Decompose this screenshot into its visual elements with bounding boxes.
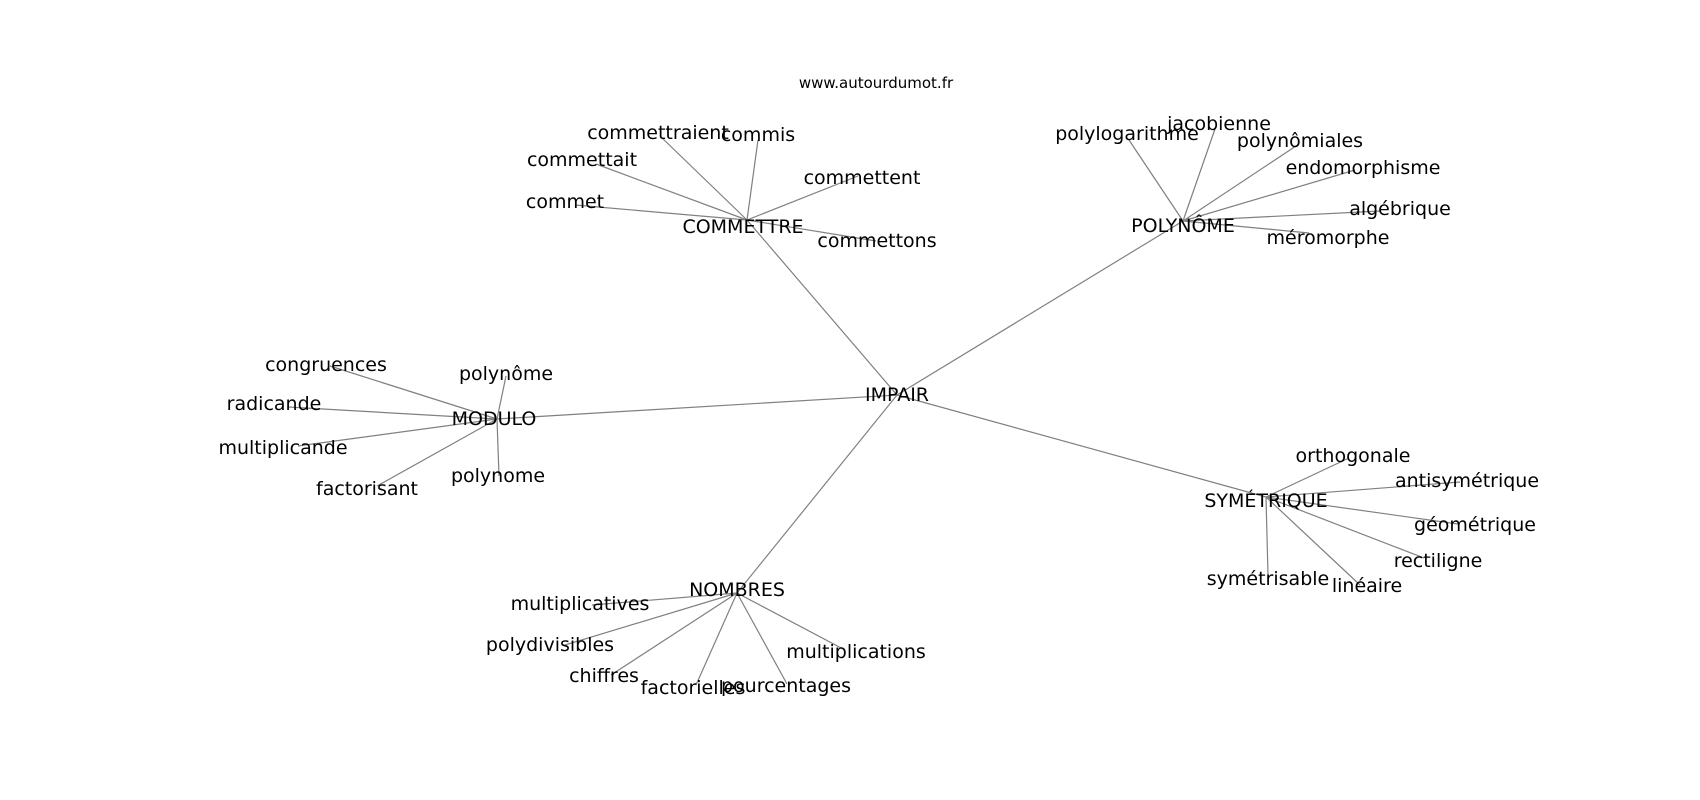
edge-commettre-commettent <box>746 175 859 221</box>
node-leaf-lineaire: linéaire <box>1332 575 1402 597</box>
graph-edges <box>287 128 1461 686</box>
edge-symetrique-lineaire <box>1265 496 1361 586</box>
node-leaf-commet: commet <box>526 191 604 213</box>
node-leaf-orthogonale: orthogonale <box>1296 445 1411 467</box>
edge-nombres-chiffres <box>610 592 738 676</box>
edge-polynome-jacobienne <box>1182 128 1216 222</box>
edge-symetrique-orthogonale <box>1265 457 1350 498</box>
node-hub-modulo: MODULO <box>452 408 537 430</box>
edge-polynome-polynomiales <box>1182 143 1300 222</box>
edge-center-symetrique <box>896 394 1267 498</box>
node-leaf-symetrisable: symétrisable <box>1207 568 1329 590</box>
edge-commettre-commet <box>574 204 748 221</box>
edge-center-nombres <box>736 394 898 594</box>
node-leaf-commettent: commettent <box>804 167 921 189</box>
edge-modulo-polynome <box>496 375 507 420</box>
edge-nombres-multiplications <box>736 592 846 651</box>
node-hub-nombres: NOMBRES <box>689 579 785 601</box>
edge-nombres-factorielles <box>695 592 738 686</box>
node-leaf-polynome: polynome <box>451 465 545 487</box>
edge-modulo-factorisant <box>376 418 498 487</box>
node-leaf-chiffres: chiffres <box>569 665 639 687</box>
edge-center-modulo <box>496 394 898 420</box>
edge-symetrique-antisymetrique <box>1265 481 1461 498</box>
edge-commettre-commettait <box>595 163 748 221</box>
node-leaf-multiplications: multiplications <box>786 641 926 663</box>
node-leaf-radicande: radicande <box>227 393 322 415</box>
edge-polynome-endomorphisme <box>1182 169 1356 222</box>
node-leaf-polynomiales: polynômiales <box>1237 130 1363 152</box>
node-hub-polynome: POLYNÔME <box>1131 213 1235 237</box>
source-url: www.autourdumot.fr <box>799 74 954 92</box>
node-leaf-endomorphisme: endomorphisme <box>1286 157 1441 179</box>
edge-polynome-polylogarithme <box>1128 139 1184 222</box>
edge-commettre-commettons <box>746 219 877 242</box>
node-leaf-antisymetrique: antisymétrique <box>1395 470 1539 492</box>
node-leaf-multiplicatives: multiplicatives <box>511 593 650 615</box>
node-leaf-polydivisibles: polydivisibles <box>486 634 614 656</box>
node-leaf-congruences: congruences <box>265 354 387 376</box>
node-leaf-polylogarithme: polylogarithme <box>1055 123 1199 145</box>
edge-commettre-commis <box>746 139 759 221</box>
node-leaf-polynome: polynôme <box>459 363 553 385</box>
node-leaf-meromorphe: méromorphe <box>1267 227 1390 249</box>
edge-modulo-multiplicande <box>297 418 498 447</box>
node-leaf-commettraient: commettraient <box>587 122 729 144</box>
edge-nombres-pourcentages <box>736 592 788 685</box>
edge-commettre-commettraient <box>659 135 748 221</box>
edge-modulo-congruences <box>329 365 498 420</box>
node-leaf-jacobienne: jacobienne <box>1166 113 1271 135</box>
node-leaf-pourcentages: pourcentages <box>721 675 851 697</box>
node-leaf-factorielles: factorielles <box>641 677 746 699</box>
edge-nombres-polydivisibles <box>564 592 738 646</box>
node-leaf-factorisant: factorisant <box>316 478 418 500</box>
edge-symetrique-rectiligne <box>1265 496 1425 559</box>
node-leaf-multiplicande: multiplicande <box>218 437 347 459</box>
node-hub-symetrique: SYMÉTRIQUE <box>1204 489 1327 512</box>
node-leaf-commettait: commettait <box>527 149 637 171</box>
edge-nombres-multiplicatives <box>591 592 738 606</box>
node-leaf-geometrique: géométrique <box>1414 514 1536 536</box>
edge-polynome-meromorphe <box>1182 220 1310 234</box>
node-hub-commettre: COMMETTRE <box>682 216 803 238</box>
node-leaf-commettons: commettons <box>817 230 936 252</box>
edge-modulo-radicande <box>287 406 498 420</box>
edge-polynome-algebrique <box>1182 210 1381 222</box>
node-center: IMPAIR <box>865 384 929 406</box>
node-leaf-rectiligne: rectiligne <box>1394 550 1483 572</box>
node-leaf-commis: commis <box>721 124 795 146</box>
edge-symetrique-geometrique <box>1265 496 1459 525</box>
node-leaf-algebrique: algébrique <box>1349 198 1451 220</box>
edge-center-commettre <box>746 219 898 396</box>
edge-modulo-polynome <box>496 418 500 477</box>
edge-center-polynome <box>896 220 1184 396</box>
edge-symetrique-symetrisable <box>1265 496 1269 576</box>
